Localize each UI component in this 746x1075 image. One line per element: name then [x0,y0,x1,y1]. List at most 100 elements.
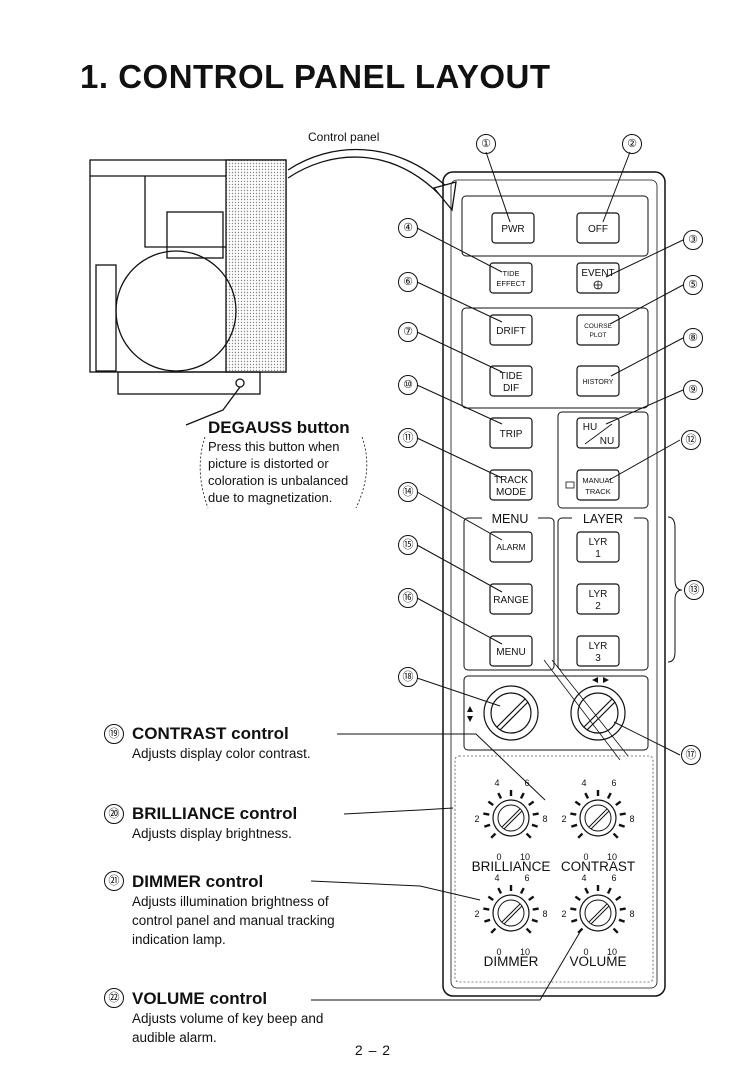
menu-group-label: MENU [492,512,529,526]
svg-text:LYR: LYR [589,589,608,600]
svg-text:TIDE: TIDE [502,269,519,278]
callout-6: ⑥ [398,272,418,292]
svg-text:DRIFT: DRIFT [496,326,525,337]
svg-text:LYR: LYR [589,537,608,548]
layer-group-label: LAYER [583,512,623,526]
control-panel [442,171,666,997]
callout-13: ⑬ [684,580,704,600]
page-title: 1. CONTROL PANEL LAYOUT [80,58,551,95]
svg-text:NU: NU [600,436,614,447]
svg-text:MANUAL: MANUAL [582,476,613,485]
scale-number: 8 [629,814,634,824]
callout-7: ⑦ [398,322,418,342]
manual-track-lamp [565,481,575,489]
degauss-button[interactable] [235,378,245,388]
scale-number: 2 [474,814,479,824]
callout-5: ⑤ [683,275,703,295]
scale-number: 8 [542,814,547,824]
contrast-knob-label: CONTRAST [561,859,635,874]
dimmer-knob-label: DIMMER [484,954,539,969]
svg-text:2: 2 [595,601,601,612]
history-key[interactable]: HISTORY [576,365,620,397]
svg-text:MENU: MENU [496,647,525,658]
svg-text:HU: HU [583,422,597,433]
scale-number: 0 [496,947,501,957]
callout-21: ㉑ [104,871,124,891]
callout-12: ⑫ [681,430,701,450]
scale-number: 6 [611,873,616,883]
callout-14: ⑭ [398,482,418,502]
degauss-description: Press this button when picture is distor… [208,439,349,505]
cursor-horizontal-knob[interactable] [570,685,626,741]
trip-key[interactable]: TRIP [489,417,533,449]
svg-text:TIDE: TIDE [500,371,523,382]
brilliance-control-title: BRILLIANCE control [132,804,298,823]
scale-number: 4 [581,873,586,883]
callout-22: ㉒ [104,988,124,1008]
svg-text:TRACK: TRACK [585,487,610,496]
left-right-arrows-icon [592,677,609,683]
svg-text:RANGE: RANGE [493,595,529,606]
page-number: 2 – 2 [354,1042,392,1058]
callout-17: ⑰ [681,745,701,765]
event-key[interactable]: EVENT [576,262,620,294]
scale-number: 2 [561,814,566,824]
svg-text:TRACK: TRACK [494,475,528,486]
callout-11: ⑪ [398,428,418,448]
dimmer-control-desc: Adjusts illumination brightness of contr… [132,894,335,947]
svg-text:EFFECT: EFFECT [496,279,526,288]
callout-16: ⑯ [398,588,418,608]
contrast-control-title: CONTRAST control [132,724,289,743]
up-down-arrows-icon [467,706,473,722]
scale-number: 10 [520,852,530,862]
degauss-title: DEGAUSS button [208,418,350,437]
scale-number: 4 [494,873,499,883]
dimmer-control-title: DIMMER control [132,872,264,891]
svg-text:HISTORY: HISTORY [583,379,614,386]
svg-text:1: 1 [595,549,601,560]
panel-arrow [287,156,441,196]
svg-text:3: 3 [595,653,601,664]
pwr-key[interactable]: PWR [491,212,535,244]
callout-3: ③ [683,230,703,250]
callout-9: ⑨ [683,380,703,400]
callout-18: ⑱ [398,667,418,687]
callout-20: ⑳ [104,804,124,824]
svg-text:MODE: MODE [496,487,526,498]
scale-number: 2 [474,909,479,919]
scale-number: 0 [583,852,588,862]
svg-text:DIF: DIF [503,383,519,394]
manual-track-key[interactable]: MANUAL TRACK [576,469,620,501]
drift-key[interactable]: DRIFT [489,314,533,346]
callout-15: ⑮ [398,535,418,555]
svg-text:PLOT: PLOT [590,332,607,339]
scale-number: 6 [524,873,529,883]
scale-number: 8 [629,909,634,919]
off-key[interactable]: OFF [576,212,620,244]
brilliance-knob-label: BRILLIANCE [472,859,551,874]
scale-number: 10 [607,947,617,957]
svg-text:TRIP: TRIP [500,429,523,440]
callout-19: ⑲ [104,724,124,744]
svg-text:ALARM: ALARM [496,542,525,552]
scale-number: 4 [494,778,499,788]
scale-number: 0 [496,852,501,862]
scale-number: 8 [542,909,547,919]
svg-text:PWR: PWR [501,224,524,235]
callout-1: ① [476,134,496,154]
cursor-vertical-knob[interactable] [483,685,539,741]
callout-4: ④ [398,218,418,238]
